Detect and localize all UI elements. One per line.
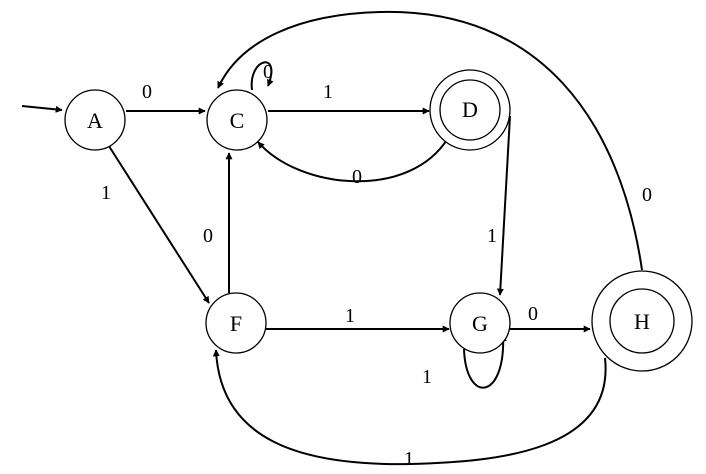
- transition-d-g: 1: [487, 115, 511, 296]
- transition-d-c: 0: [257, 137, 449, 188]
- transition-g-h-label: 0: [528, 303, 538, 325]
- state-a: A: [64, 89, 126, 151]
- transition-g-g-label: 1: [422, 366, 432, 388]
- transition-f-c-label: 0: [203, 225, 213, 247]
- state-g-label: G: [472, 311, 488, 336]
- transition-c-d-label: 1: [323, 81, 333, 103]
- state-c-label: C: [230, 108, 245, 133]
- transition-g-g: 1: [422, 334, 507, 389]
- transition-d-g-label: 1: [487, 225, 497, 247]
- state-a-label: A: [87, 108, 103, 133]
- transition-d-c-label: 0: [352, 166, 362, 188]
- transition-f-c: 0: [203, 152, 233, 293]
- state-c: C: [206, 89, 268, 151]
- transition-a-c: 0: [126, 81, 206, 115]
- state-h-label: H: [634, 309, 650, 334]
- transition-c-c-label: 0: [263, 61, 273, 83]
- transition-h-c: 0: [217, 10, 652, 271]
- transition-f-g: 1: [263, 305, 450, 333]
- start-arrow: [21, 105, 63, 113]
- transition-h-f-label: 1: [404, 448, 414, 470]
- transition-a-f-label: 1: [101, 182, 111, 204]
- state-g: G: [449, 292, 511, 354]
- transition-h-c-label: 0: [642, 184, 652, 206]
- state-h: H: [591, 270, 693, 372]
- state-f: F: [205, 292, 267, 354]
- state-f-label: F: [230, 311, 242, 336]
- transition-h-f: 1: [212, 349, 607, 470]
- transition-f-g-label: 1: [345, 305, 355, 327]
- transition-c-c: 0: [250, 61, 274, 91]
- transition-a-f: 1: [101, 142, 210, 304]
- transition-a-c-label: 0: [142, 81, 152, 103]
- state-d: D: [429, 69, 511, 151]
- transition-g-h: 0: [510, 303, 591, 333]
- transition-c-d: 1: [268, 81, 430, 115]
- state-d-label: D: [462, 97, 478, 122]
